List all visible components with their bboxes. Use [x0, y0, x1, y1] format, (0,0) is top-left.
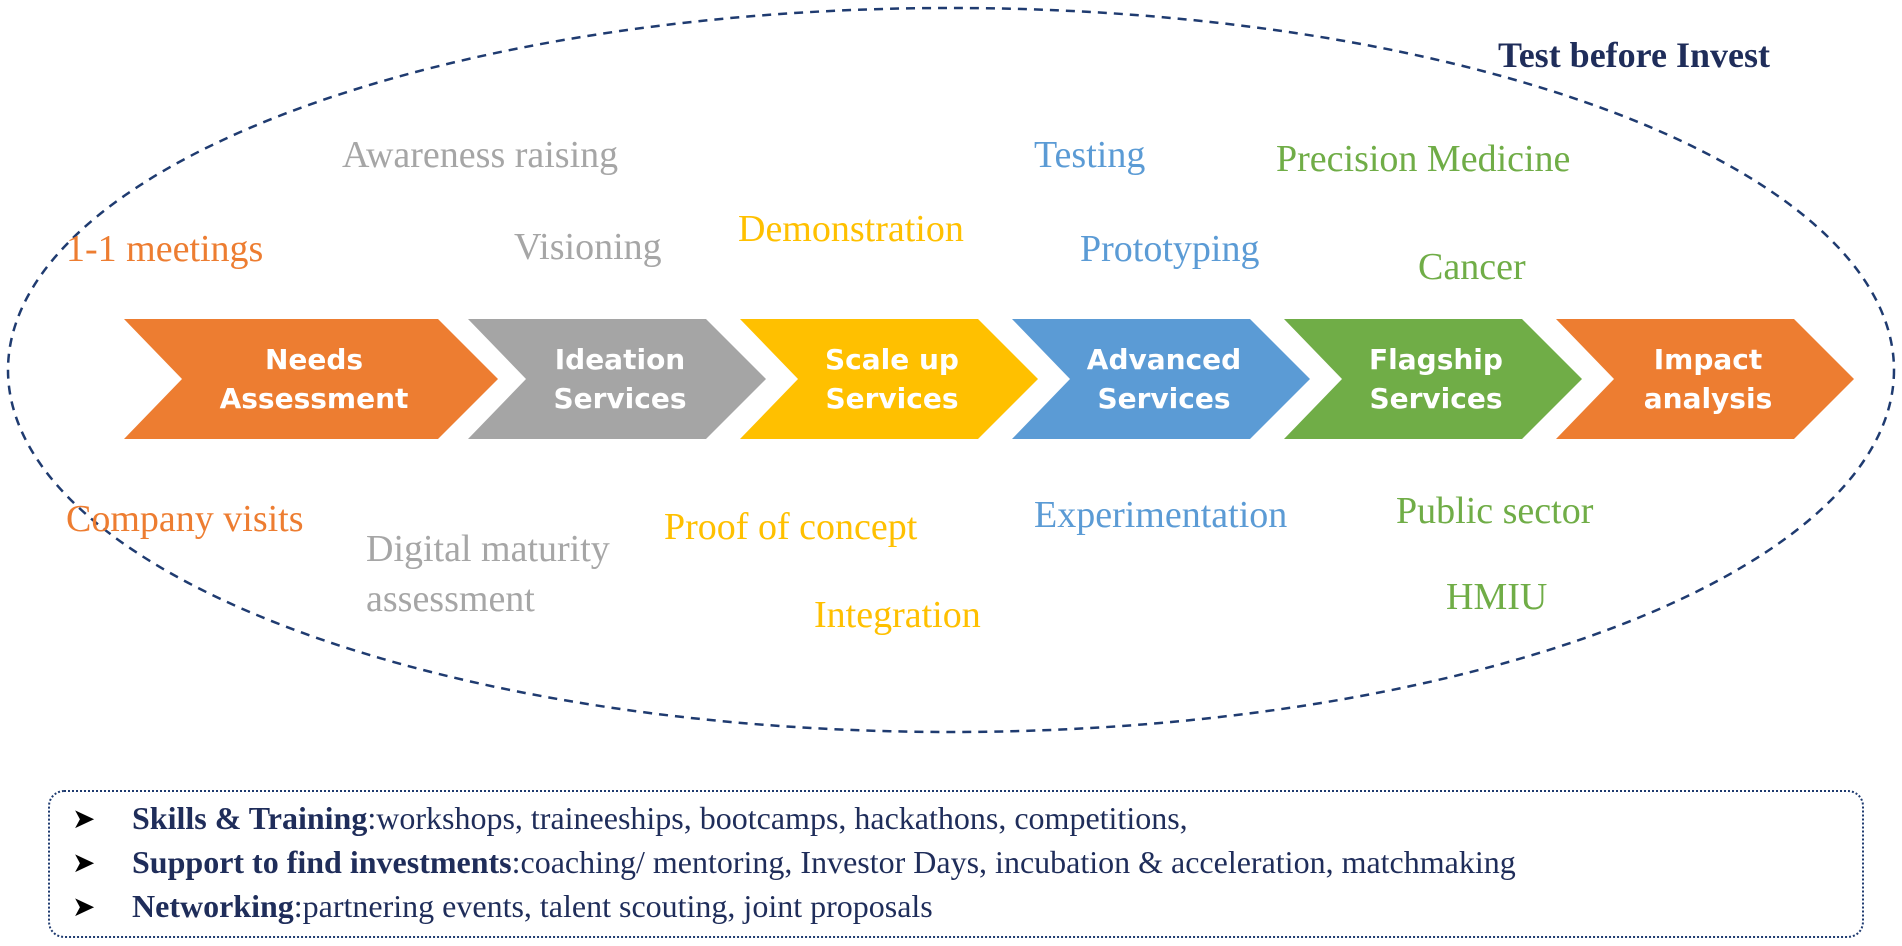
arrow-needs-assessment: Needs Assessment	[124, 319, 498, 439]
label-integration: Integration	[814, 594, 981, 636]
arrow-flagship-services: Flagship Services	[1284, 319, 1582, 439]
arrow-scale-up-services: Scale up Services	[740, 319, 1038, 439]
arrow-advanced-services-label: Advanced Services	[1086, 342, 1242, 415]
label-precision-medicine: Precision Medicine	[1276, 138, 1571, 180]
list-item-text: workshops, traineeships, bootcamps, hack…	[376, 800, 1188, 836]
arrow-ideation-services-label: Ideation Services	[553, 342, 687, 415]
list-item-text: coaching/ mentoring, Investor Days, incu…	[520, 844, 1516, 880]
arrowhead-bullet-icon: ➤	[72, 890, 96, 923]
label-assessment: assessment	[366, 578, 535, 620]
arrowhead-bullet-icon: ➤	[72, 802, 96, 835]
arrow-impact-analysis-shape	[1556, 319, 1854, 439]
list-item-text: partnering events, talent scouting, join…	[302, 888, 933, 924]
arrow-flagship-services-label: Flagship Services	[1369, 342, 1503, 415]
arrow-needs-assessment-label: Needs Assessment	[219, 342, 409, 415]
label-public-sector: Public sector	[1396, 490, 1594, 532]
arrow-advanced-services: Advanced Services	[1012, 319, 1310, 439]
list-item-heading: Networking	[132, 888, 294, 924]
list-item-networking: ➤ Networking:partnering events, talent s…	[72, 888, 933, 925]
label-awareness-raising: Awareness raising	[342, 134, 619, 176]
list-item-separator: :	[511, 844, 521, 880]
support-services-box	[48, 790, 1864, 938]
label-hmiu: HMIU	[1446, 576, 1548, 618]
arrow-impact-analysis-label: Impact analysis	[1643, 342, 1773, 415]
list-item-heading: Skills & Training	[132, 800, 368, 836]
label-demonstration: Demonstration	[738, 208, 964, 250]
label-visioning: Visioning	[514, 226, 662, 268]
diagram-title: Test before Invest	[1498, 35, 1770, 75]
arrow-needs-assessment-shape	[124, 319, 498, 439]
arrow-advanced-services-shape	[1012, 319, 1310, 439]
arrow-scale-up-services-shape	[740, 319, 1038, 439]
label-prototyping: Prototyping	[1080, 228, 1260, 270]
label-testing: Testing	[1034, 134, 1146, 176]
label-experimentation: Experimentation	[1034, 494, 1288, 536]
list-item-separator: :	[367, 800, 377, 836]
list-item-separator: :	[293, 888, 303, 924]
arrow-ideation-services-shape	[468, 319, 766, 439]
list-item-heading: Support to find investments	[132, 844, 512, 880]
list-item-skills-training: ➤ Skills & Training: workshops, trainees…	[72, 800, 1188, 837]
arrow-impact-analysis: Impact analysis	[1556, 319, 1854, 439]
arrowhead-bullet-icon: ➤	[72, 846, 96, 879]
arrow-scale-up-services-label: Scale up Services	[825, 342, 959, 415]
label-digital-maturity: Digital maturity	[366, 528, 610, 570]
label-proof-of-concept: Proof of concept	[664, 506, 918, 548]
arrow-flagship-services-shape	[1284, 319, 1582, 439]
label-company-visits: Company visits	[66, 498, 304, 540]
label-1-1-meetings: 1-1 meetings	[66, 228, 264, 270]
arrow-ideation-services: Ideation Services	[468, 319, 766, 439]
label-cancer: Cancer	[1418, 246, 1526, 288]
list-item-support-investments: ➤ Support to find investments: coaching/…	[72, 844, 1516, 881]
